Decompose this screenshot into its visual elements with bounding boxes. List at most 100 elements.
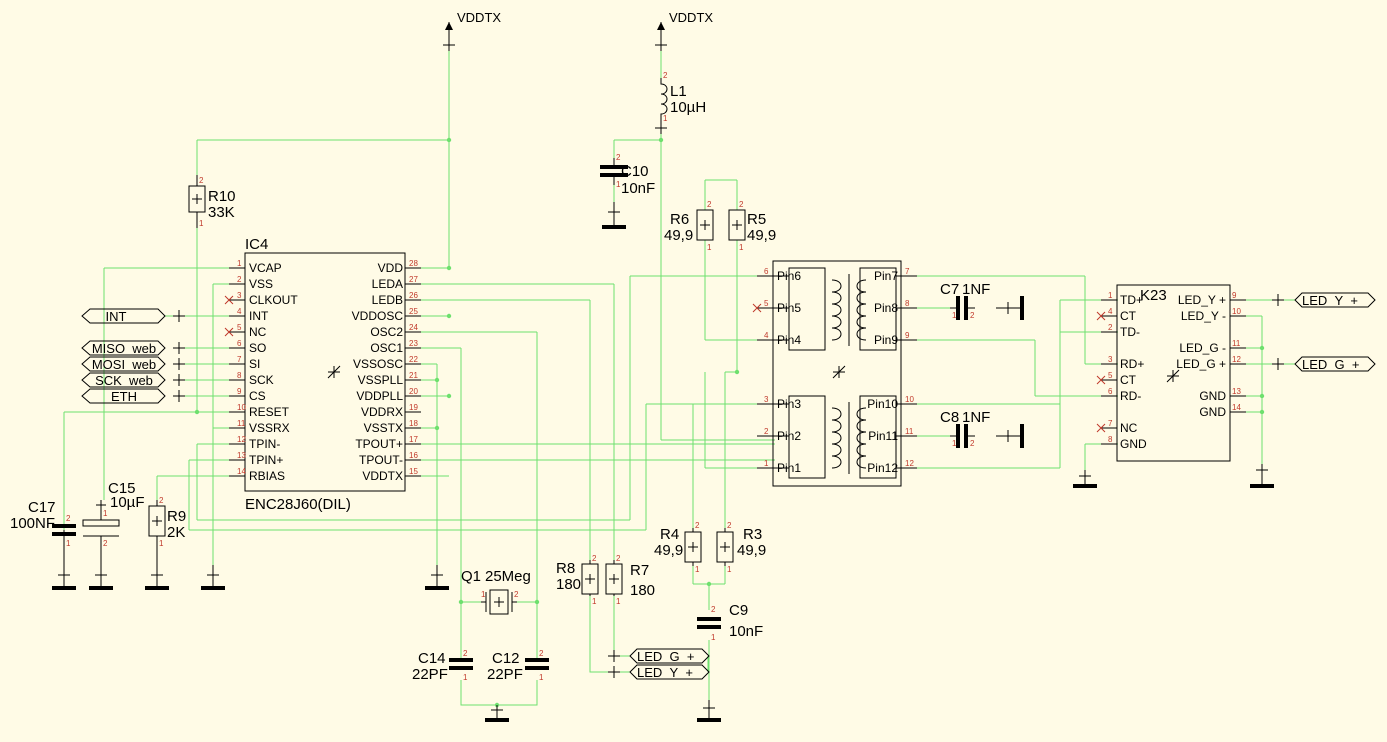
- pin-name: SI: [249, 357, 260, 371]
- capacitor-c12[interactable]: 21 C12 22PF: [487, 649, 549, 683]
- ground-icon: [602, 202, 626, 229]
- pin-name: RD+: [1120, 357, 1144, 371]
- pin-number: 14: [1232, 403, 1241, 412]
- pin-number: 18: [409, 419, 418, 428]
- c17-value: 100NF: [10, 515, 55, 532]
- net-label-led-g-right[interactable]: LED_G_+: [1272, 356, 1376, 372]
- pin-name: Pin4: [777, 333, 801, 347]
- pin-name: LEDB: [372, 293, 403, 307]
- svg-text:2: 2: [663, 71, 668, 80]
- capacitor-c17[interactable]: 21 C17 100NF: [10, 499, 76, 565]
- pin-number: 11: [905, 427, 914, 436]
- pin-number: 11: [1232, 339, 1241, 348]
- no-connect-mark: [224, 327, 234, 337]
- r6-value: 49,9: [664, 227, 693, 244]
- net-label-int[interactable]: INT: [81, 308, 185, 324]
- pin-name: Pin11: [868, 429, 898, 443]
- pin-name: VSS: [249, 277, 273, 291]
- c7-value: 1NF: [962, 281, 990, 298]
- pin-number: 7: [1108, 419, 1113, 428]
- pin-name: CT: [1120, 373, 1137, 387]
- k23-ref: K23: [1140, 287, 1167, 304]
- vddtx-right-label: VDDTX: [669, 10, 713, 25]
- pin-number: 10: [1232, 307, 1241, 316]
- pin-name: INT: [249, 309, 269, 323]
- pin-name: RBIAS: [249, 469, 285, 483]
- resistor-r4[interactable]: 21 R4 49,9: [654, 521, 702, 574]
- svg-text:2: 2: [159, 496, 164, 505]
- pin-number: 11: [237, 419, 246, 428]
- resistor-r7[interactable]: 21 R7 180: [605, 554, 655, 606]
- svg-text:2: 2: [616, 554, 621, 563]
- svg-text:1: 1: [66, 539, 71, 548]
- capacitor-c14[interactable]: 21 C14 22PF: [412, 649, 473, 683]
- resistor-r9[interactable]: 21 R9 2K: [148, 496, 186, 565]
- pin-number: 24: [409, 323, 418, 332]
- wires: [63, 45, 1295, 715]
- pin-name: OSC2: [370, 325, 403, 339]
- pin-name: TD-: [1120, 325, 1140, 339]
- pin-name: RD-: [1120, 389, 1141, 403]
- pin-number: 7: [237, 355, 242, 364]
- inductor-l1[interactable]: 21 L1 10µH: [655, 71, 706, 134]
- resistor-r3[interactable]: 21 R3 49,9: [716, 521, 766, 574]
- capacitor-c10[interactable]: 21 C10 10nF: [600, 153, 655, 197]
- svg-text:2: 2: [514, 590, 519, 599]
- pin-number: 28: [409, 259, 418, 268]
- svg-text:2: 2: [539, 649, 544, 658]
- c14-value: 22PF: [412, 666, 448, 683]
- vddtx-right-supply: VDDTX: [655, 10, 713, 51]
- pin-name: CLKOUT: [249, 293, 298, 307]
- net-label-led-g-bottom[interactable]: LED_G_+: [608, 648, 710, 664]
- pin-number: 3: [764, 395, 769, 404]
- eth-label: ETH: [111, 389, 137, 404]
- miso-label: MISO_web: [92, 341, 156, 356]
- r5-value: 49,9: [747, 227, 776, 244]
- pin-number: 8: [1108, 435, 1113, 444]
- pin-number: 15: [409, 467, 418, 476]
- svg-text:2: 2: [66, 514, 71, 523]
- pin-name: CS: [249, 389, 266, 403]
- net-label-sck[interactable]: SCK_web: [81, 372, 185, 388]
- pin-number: 22: [409, 355, 418, 364]
- pin-number: 2: [1108, 323, 1113, 332]
- pin-number: 10: [905, 395, 914, 404]
- resistor-r10[interactable]: 21 R10 33K: [188, 175, 236, 228]
- svg-text:1: 1: [199, 219, 204, 228]
- svg-text:2: 2: [199, 176, 204, 185]
- pin-number: 6: [1108, 387, 1113, 396]
- no-connect-mark: [1096, 423, 1106, 433]
- net-label-led-y-bottom[interactable]: LED_Y_+: [608, 664, 710, 680]
- ground-icon: [996, 424, 1024, 448]
- ic4-enc28j60[interactable]: IC4 ENC28J60(DIL) VCAP1VSS2CLKOUT3INT4NC…: [224, 236, 421, 513]
- capacitor-c9[interactable]: 21 C9 10nF: [697, 602, 763, 642]
- svg-text:1: 1: [159, 539, 164, 548]
- net-label-led-y-right[interactable]: LED_Y_+: [1272, 292, 1376, 308]
- c9-value: 10nF: [729, 623, 763, 640]
- q1-ref: Q1: [461, 568, 481, 585]
- svg-text:2: 2: [616, 153, 621, 162]
- svg-text:2: 2: [727, 521, 732, 530]
- pin-name: GND: [1199, 389, 1226, 403]
- pin-name: VSSOSC: [353, 357, 403, 371]
- pin-number: 5: [1108, 371, 1113, 380]
- net-label-mosi[interactable]: MOSI_web: [81, 356, 185, 372]
- pin-number: 12: [1232, 355, 1241, 364]
- capacitor-c15[interactable]: 12 C15 10µF: [82, 480, 145, 565]
- net-label-eth[interactable]: ETH: [81, 388, 185, 404]
- net-label-miso[interactable]: MISO_web: [81, 340, 185, 356]
- c15-value: 10µF: [110, 494, 145, 511]
- svg-text:2: 2: [463, 649, 468, 658]
- r4-ref: R4: [660, 526, 679, 543]
- pin-name: Pin2: [777, 429, 801, 443]
- resistor-r8[interactable]: 21 R8 180: [556, 554, 599, 606]
- resistor-r5[interactable]: 21 R5 49,9: [728, 200, 776, 252]
- resistor-r6[interactable]: 21 R6 49,9: [664, 200, 714, 252]
- ground-icon: [485, 705, 509, 722]
